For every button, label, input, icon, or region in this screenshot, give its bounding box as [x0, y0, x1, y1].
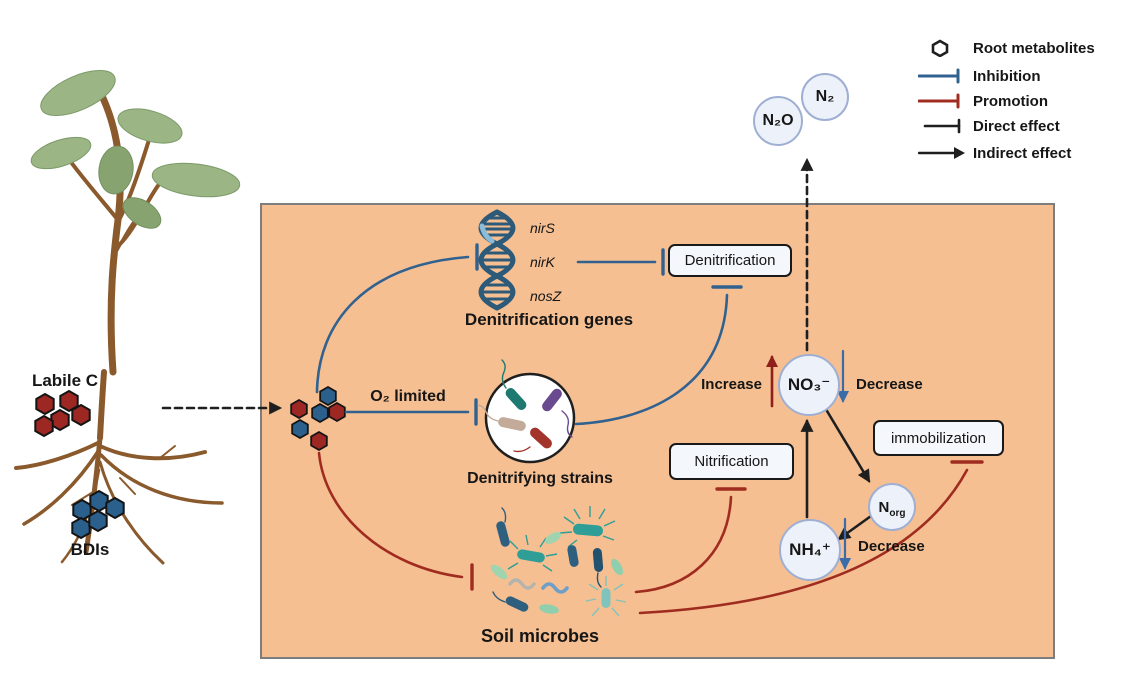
bdi-hexagons: [71, 490, 125, 539]
denitrification-label: Denitrification: [684, 252, 776, 269]
n2o-label: N₂O: [762, 112, 794, 129]
n2o-node: N₂O: [753, 96, 803, 146]
legend-label: Root metabolites: [973, 39, 1095, 57]
root-metabolite-cluster: [290, 386, 346, 451]
indirect-effect-arrow-icon: [918, 147, 965, 159]
denitrifying-strains-icon: [477, 359, 576, 464]
n2-label: N₂: [815, 88, 835, 105]
legend-item-indirect-effect: Indirect effect: [918, 141, 1095, 165]
legend: Root metabolites Inhibition Promotion Di…: [918, 36, 1095, 166]
n2-node: N₂: [801, 73, 849, 121]
bdis-label: BDIs: [70, 540, 110, 559]
gene-nosz-label: nosZ: [530, 288, 562, 304]
gene-nirs-label: nirS: [530, 220, 555, 236]
legend-item-inhibition: Inhibition: [918, 64, 1095, 88]
nh4-label: NH₄⁺: [789, 540, 831, 559]
no3-label: NO₃⁻: [787, 375, 831, 394]
immobilization-box: immobilization: [873, 420, 1004, 456]
denitrification-box: Denitrification: [668, 244, 792, 277]
soil-microbes-icon: [490, 506, 627, 617]
legend-label: Promotion: [973, 92, 1048, 110]
inhibition-lines: [315, 243, 743, 426]
hexagon-icon: [931, 39, 949, 57]
legend-label: Direct effect: [973, 117, 1060, 135]
inhibition-line-icon: [918, 68, 960, 84]
decrease-nh4-label: Decrease: [858, 538, 925, 555]
labile-c-hexagons: [34, 390, 91, 437]
soil-microbes-label: Soil microbes: [480, 626, 600, 646]
decrease-no3-label: Decrease: [856, 376, 923, 393]
nitrification-label: Nitrification: [694, 453, 769, 470]
legend-label: Inhibition: [973, 67, 1041, 85]
denitrification-genes-label: Denitrification genes: [464, 310, 634, 329]
legend-item-root-metabolites: Root metabolites: [918, 36, 1095, 60]
legend-item-direct-effect: Direct effect: [918, 114, 1095, 138]
nitrification-box: Nitrification: [669, 443, 794, 480]
plant-illustration: [30, 70, 241, 376]
dna-helix-icon: [478, 209, 516, 311]
labile-c-label: Labile C: [31, 371, 99, 390]
gene-nirk-label: nirK: [530, 254, 555, 270]
nh4-node: NH₄⁺: [779, 519, 841, 581]
norg-node: Norg: [868, 483, 916, 531]
denitrifying-strains-label: Denitrifying strains: [467, 470, 613, 487]
norg-label: Norg: [878, 498, 906, 519]
no3-node: NO₃⁻: [778, 354, 840, 416]
promotion-lines: [317, 451, 984, 615]
immobilization-label: immobilization: [890, 429, 987, 447]
promotion-line-icon: [918, 93, 960, 109]
increase-label: Increase: [701, 376, 762, 393]
o2-limited-label: O₂ limited: [370, 388, 446, 405]
direct-effect-line-icon: [923, 118, 961, 134]
legend-item-promotion: Promotion: [918, 89, 1095, 113]
legend-label: Indirect effect: [973, 144, 1072, 162]
